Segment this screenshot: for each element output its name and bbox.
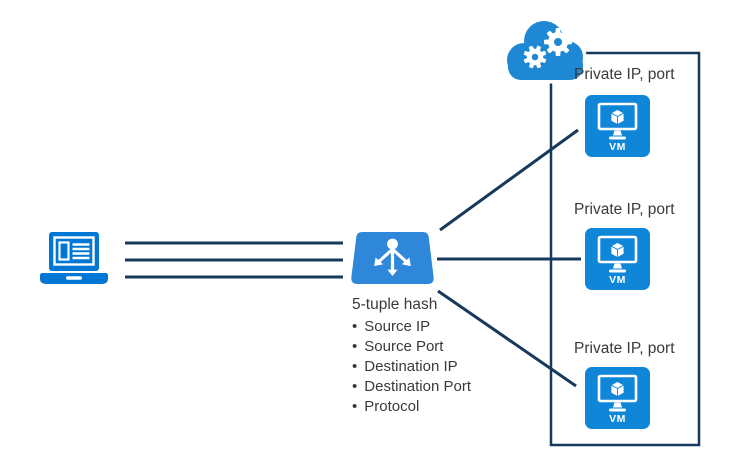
vm2-icon: VM: [585, 228, 650, 290]
lb-hash-bullet-list: Source IP Source Port Destination IP Des…: [352, 317, 512, 417]
lb-hash-title: 5-tuple hash: [352, 296, 438, 313]
client-laptop-icon: [40, 232, 108, 286]
vm3-text: VM: [609, 413, 626, 425]
backend-pool-box: [549, 51, 701, 447]
vm3-icon: VM: [585, 367, 650, 429]
lb-bullet-destination-port: Destination Port: [352, 377, 512, 397]
vm3-private-ip-label: Private IP, port: [574, 340, 675, 357]
gear-small: [523, 45, 547, 69]
lb-bullet-protocol: Protocol: [352, 397, 512, 417]
load-balancer-icon: [350, 231, 435, 286]
lb-bullet-source-ip: Source IP: [352, 317, 512, 337]
load-balancer-annotation: 5-tuple hash Source IP Source Port Desti…: [352, 295, 512, 417]
lb-bullet-destination-ip: Destination IP: [352, 357, 512, 377]
cloud-gears-icon: [499, 14, 591, 86]
vm1-text: VM: [609, 141, 626, 153]
vm1-icon: VM: [585, 95, 650, 157]
lb-bullet-source-port: Source Port: [352, 337, 512, 357]
vm1-private-ip-label: Private IP, port: [574, 66, 675, 83]
vm2-text: VM: [609, 274, 626, 286]
vm2-private-ip-label: Private IP, port: [574, 201, 675, 218]
gear-large: [544, 28, 572, 56]
